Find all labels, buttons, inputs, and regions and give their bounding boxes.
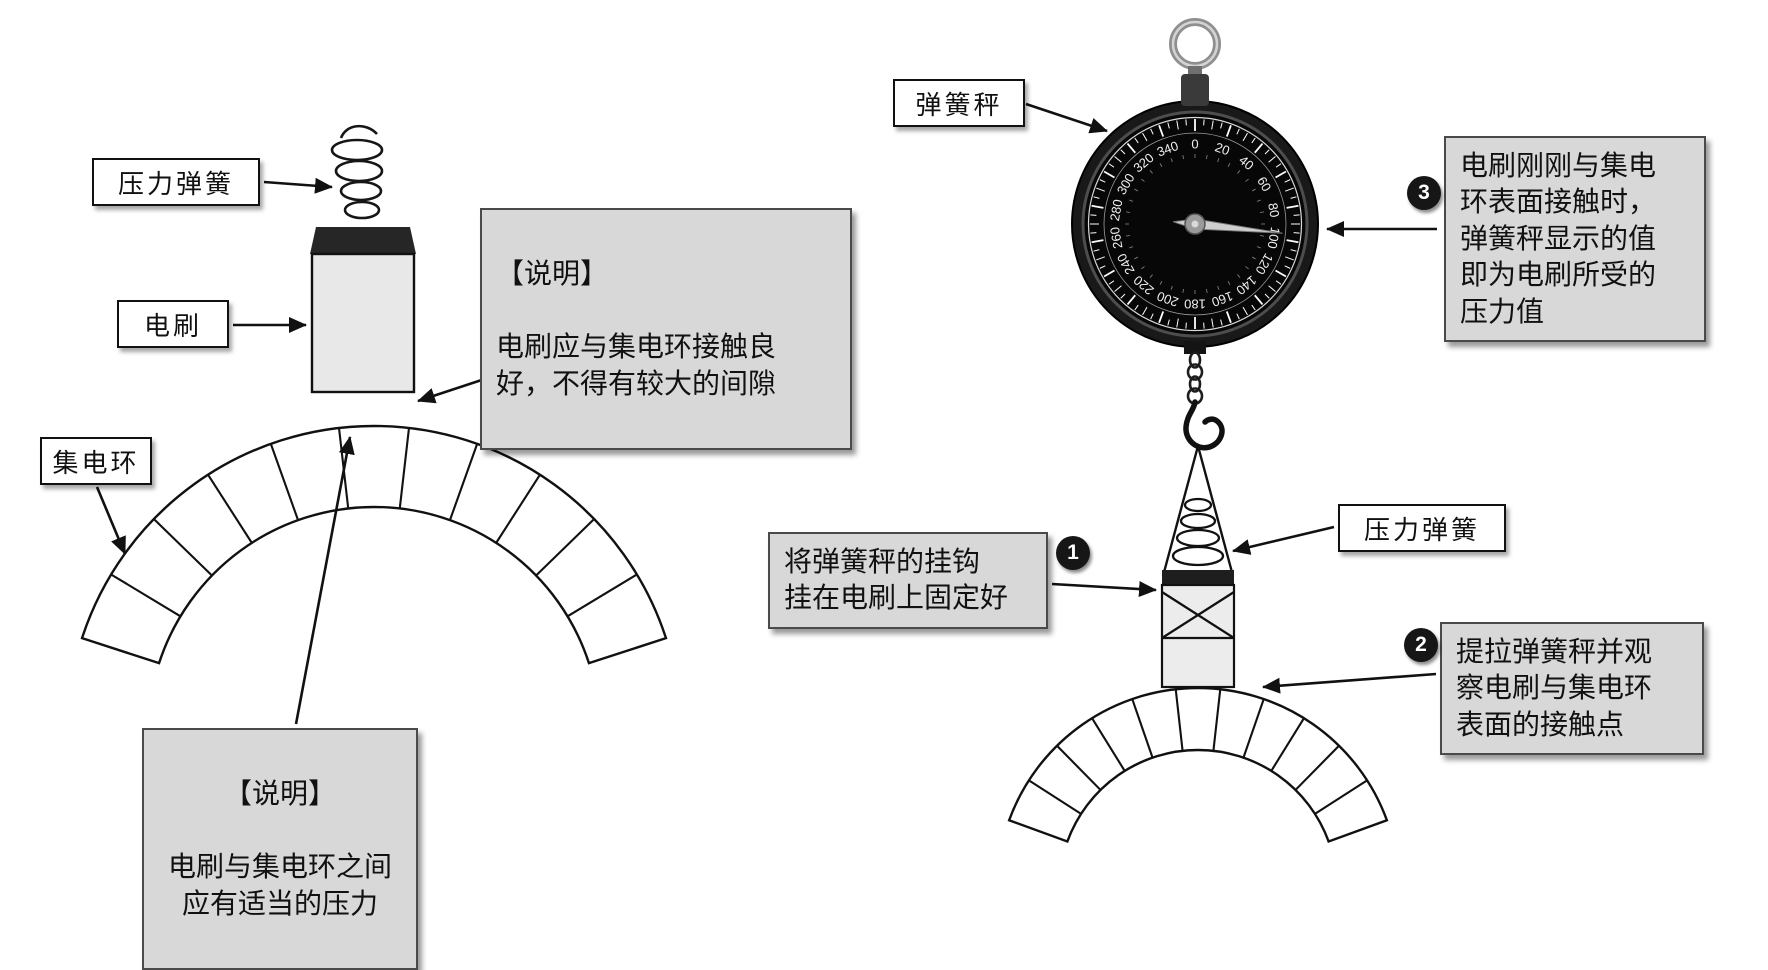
scale-hook xyxy=(1183,399,1225,451)
label-pressure-spring-left: 压力弹簧 xyxy=(92,158,260,206)
note-contact-box: 【说明】 电刷应与集电环接触良 好，不得有较大的间隙 xyxy=(480,208,852,451)
slip-ring-left-arc xyxy=(80,424,668,665)
label-slip-ring: 集电环 xyxy=(40,437,152,485)
brush-left xyxy=(310,227,416,394)
note-pressure-header: 【说明】 xyxy=(223,778,336,810)
dial-tick-label: 0 xyxy=(1191,137,1198,152)
dial-tick-label: 60 xyxy=(1254,174,1274,194)
hanger-cage-triangle xyxy=(1161,445,1235,577)
brush-right xyxy=(1160,570,1236,689)
label-spring-scale: 弹簧秤 xyxy=(893,79,1025,127)
dial-tick-label: 20 xyxy=(1213,139,1232,158)
note-pressure-box: 【说明】 电刷与集电环之间 应有适当的压力 xyxy=(142,728,418,970)
dial-tick-label: 200 xyxy=(1155,288,1181,310)
scale-chain xyxy=(1184,341,1206,405)
step-3-badge: 3 xyxy=(1407,176,1441,210)
note-contact-body: 电刷应与集电环接触良 好，不得有较大的间隙 xyxy=(496,331,777,399)
dial-tick-label: 160 xyxy=(1210,288,1236,310)
dial-tick-label: 260 xyxy=(1107,226,1126,250)
arrow-step2 xyxy=(1262,672,1437,694)
label-pressure-spring-right: 压力弹簧 xyxy=(1338,504,1506,552)
pressure-spring-left-coil xyxy=(330,124,384,220)
step-1-badge: 1 xyxy=(1056,536,1090,570)
note-contact-header: 【说明】 xyxy=(496,258,609,290)
dial-tick-label: 280 xyxy=(1107,198,1126,222)
dial-tick-label: 340 xyxy=(1155,138,1181,160)
slip-ring-right-arc xyxy=(1007,686,1389,843)
arrow-pressure-spring-left xyxy=(263,177,333,194)
note-pressure-body: 电刷与集电环之间 应有适当的压力 xyxy=(167,851,392,919)
arrow-note-pressure xyxy=(294,436,355,725)
arrow-spring-scale-label xyxy=(1025,102,1108,134)
step-3-box: 电刷刚刚与集电 环表面接触时， 弹簧秤显示的值 即为电刷所受的 压力值 xyxy=(1444,136,1706,342)
arrow-slip-ring-label xyxy=(95,486,127,555)
pressure-spring-right-coil xyxy=(1171,497,1225,567)
dial-tick-label: 80 xyxy=(1265,202,1282,219)
scale-hanger-ring xyxy=(1169,18,1221,106)
label-brush: 电刷 xyxy=(117,300,229,348)
step-2-badge: 2 xyxy=(1404,628,1438,662)
step-1-box: 将弹簧秤的挂钩 挂在电刷上固定好 xyxy=(768,532,1048,629)
arrow-pressure-spring-right xyxy=(1232,525,1335,555)
step-2-box: 提拉弹簧秤并观 察电刷与集电环 表面的接触点 xyxy=(1440,622,1704,756)
arrow-step1 xyxy=(1051,581,1157,598)
dial-tick-label: 180 xyxy=(1184,297,1206,312)
